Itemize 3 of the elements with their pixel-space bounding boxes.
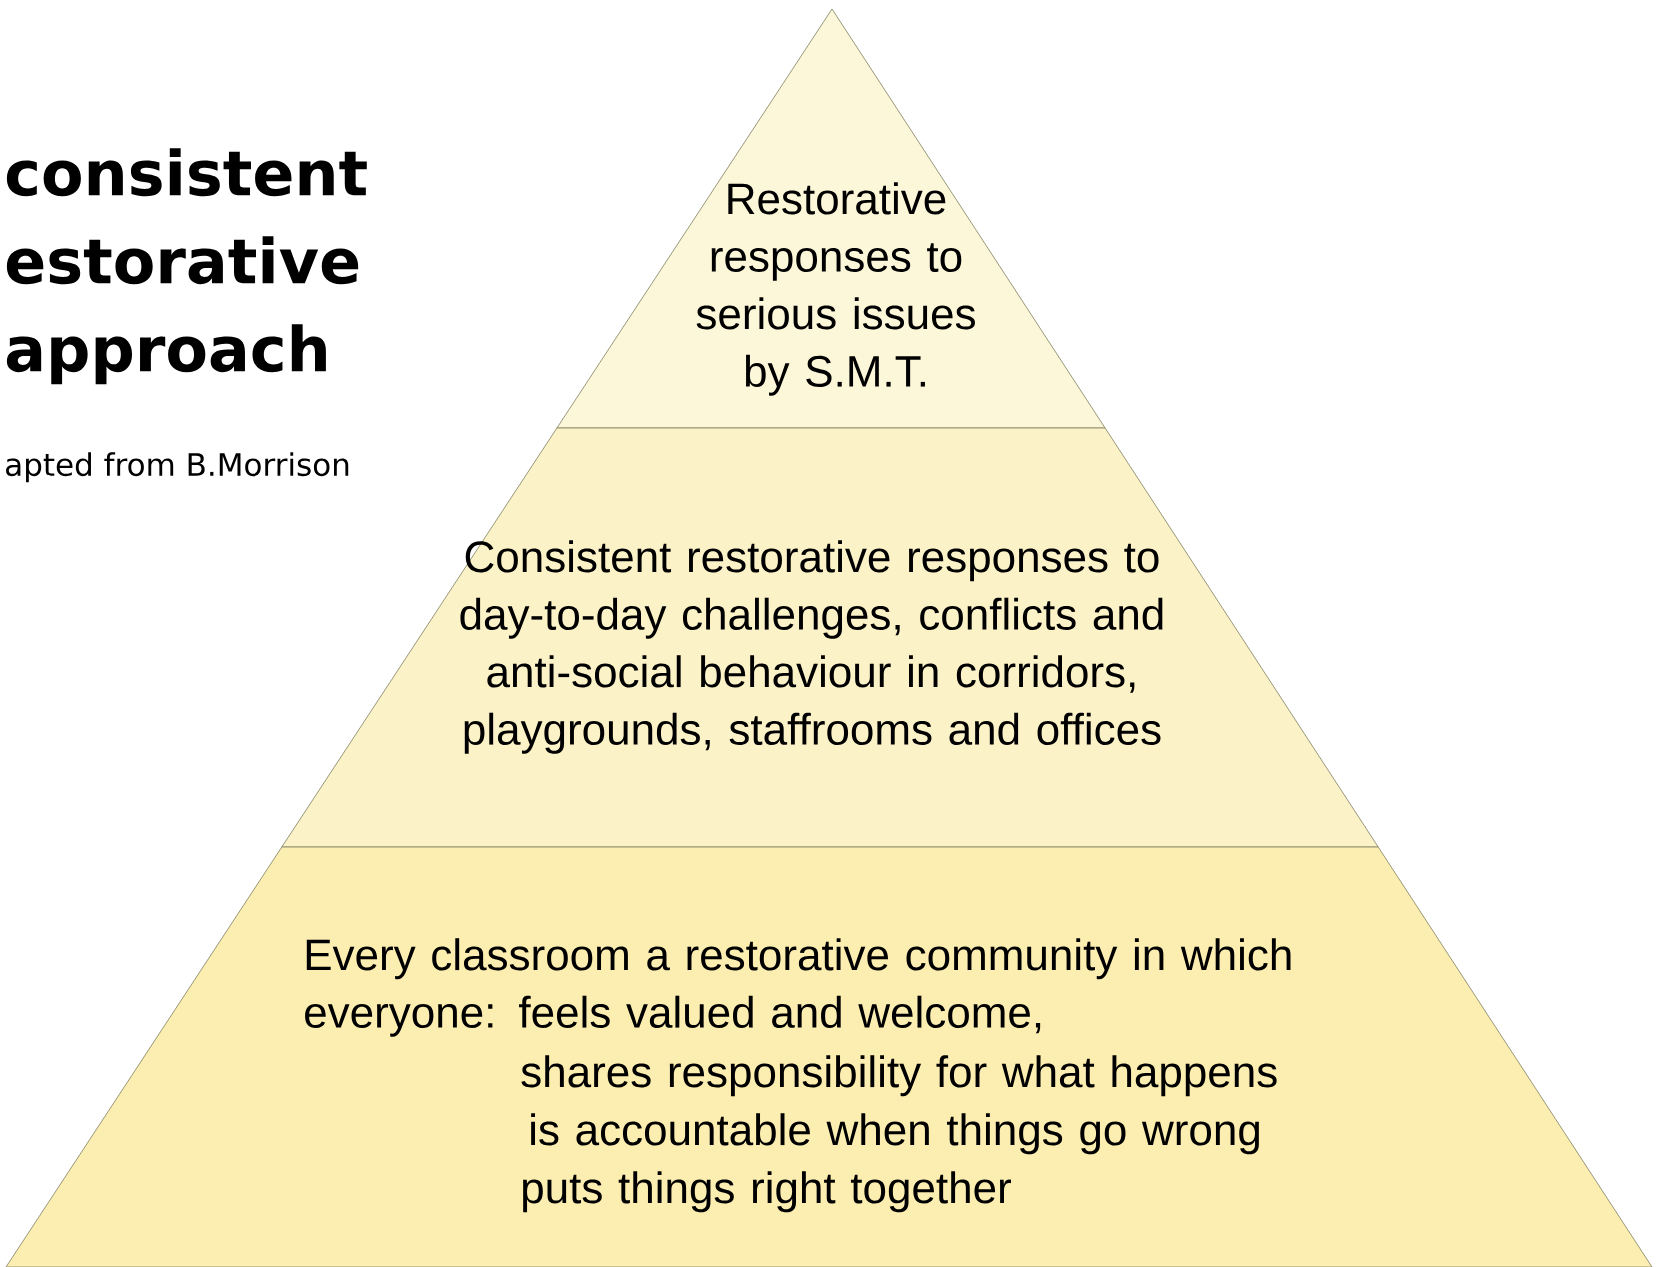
pyramid-tier: Every classroom a restorative community in which everyone: feels valued and welcome, shares responsibility for what happens is accountable when things go wrong puts things right together bbox=[5, 846, 1653, 1267]
pyramid-tier: Restorative responses to serious issues by S.M.T. bbox=[556, 8, 1106, 429]
title: consistent estorative approach bbox=[6, 148, 367, 385]
